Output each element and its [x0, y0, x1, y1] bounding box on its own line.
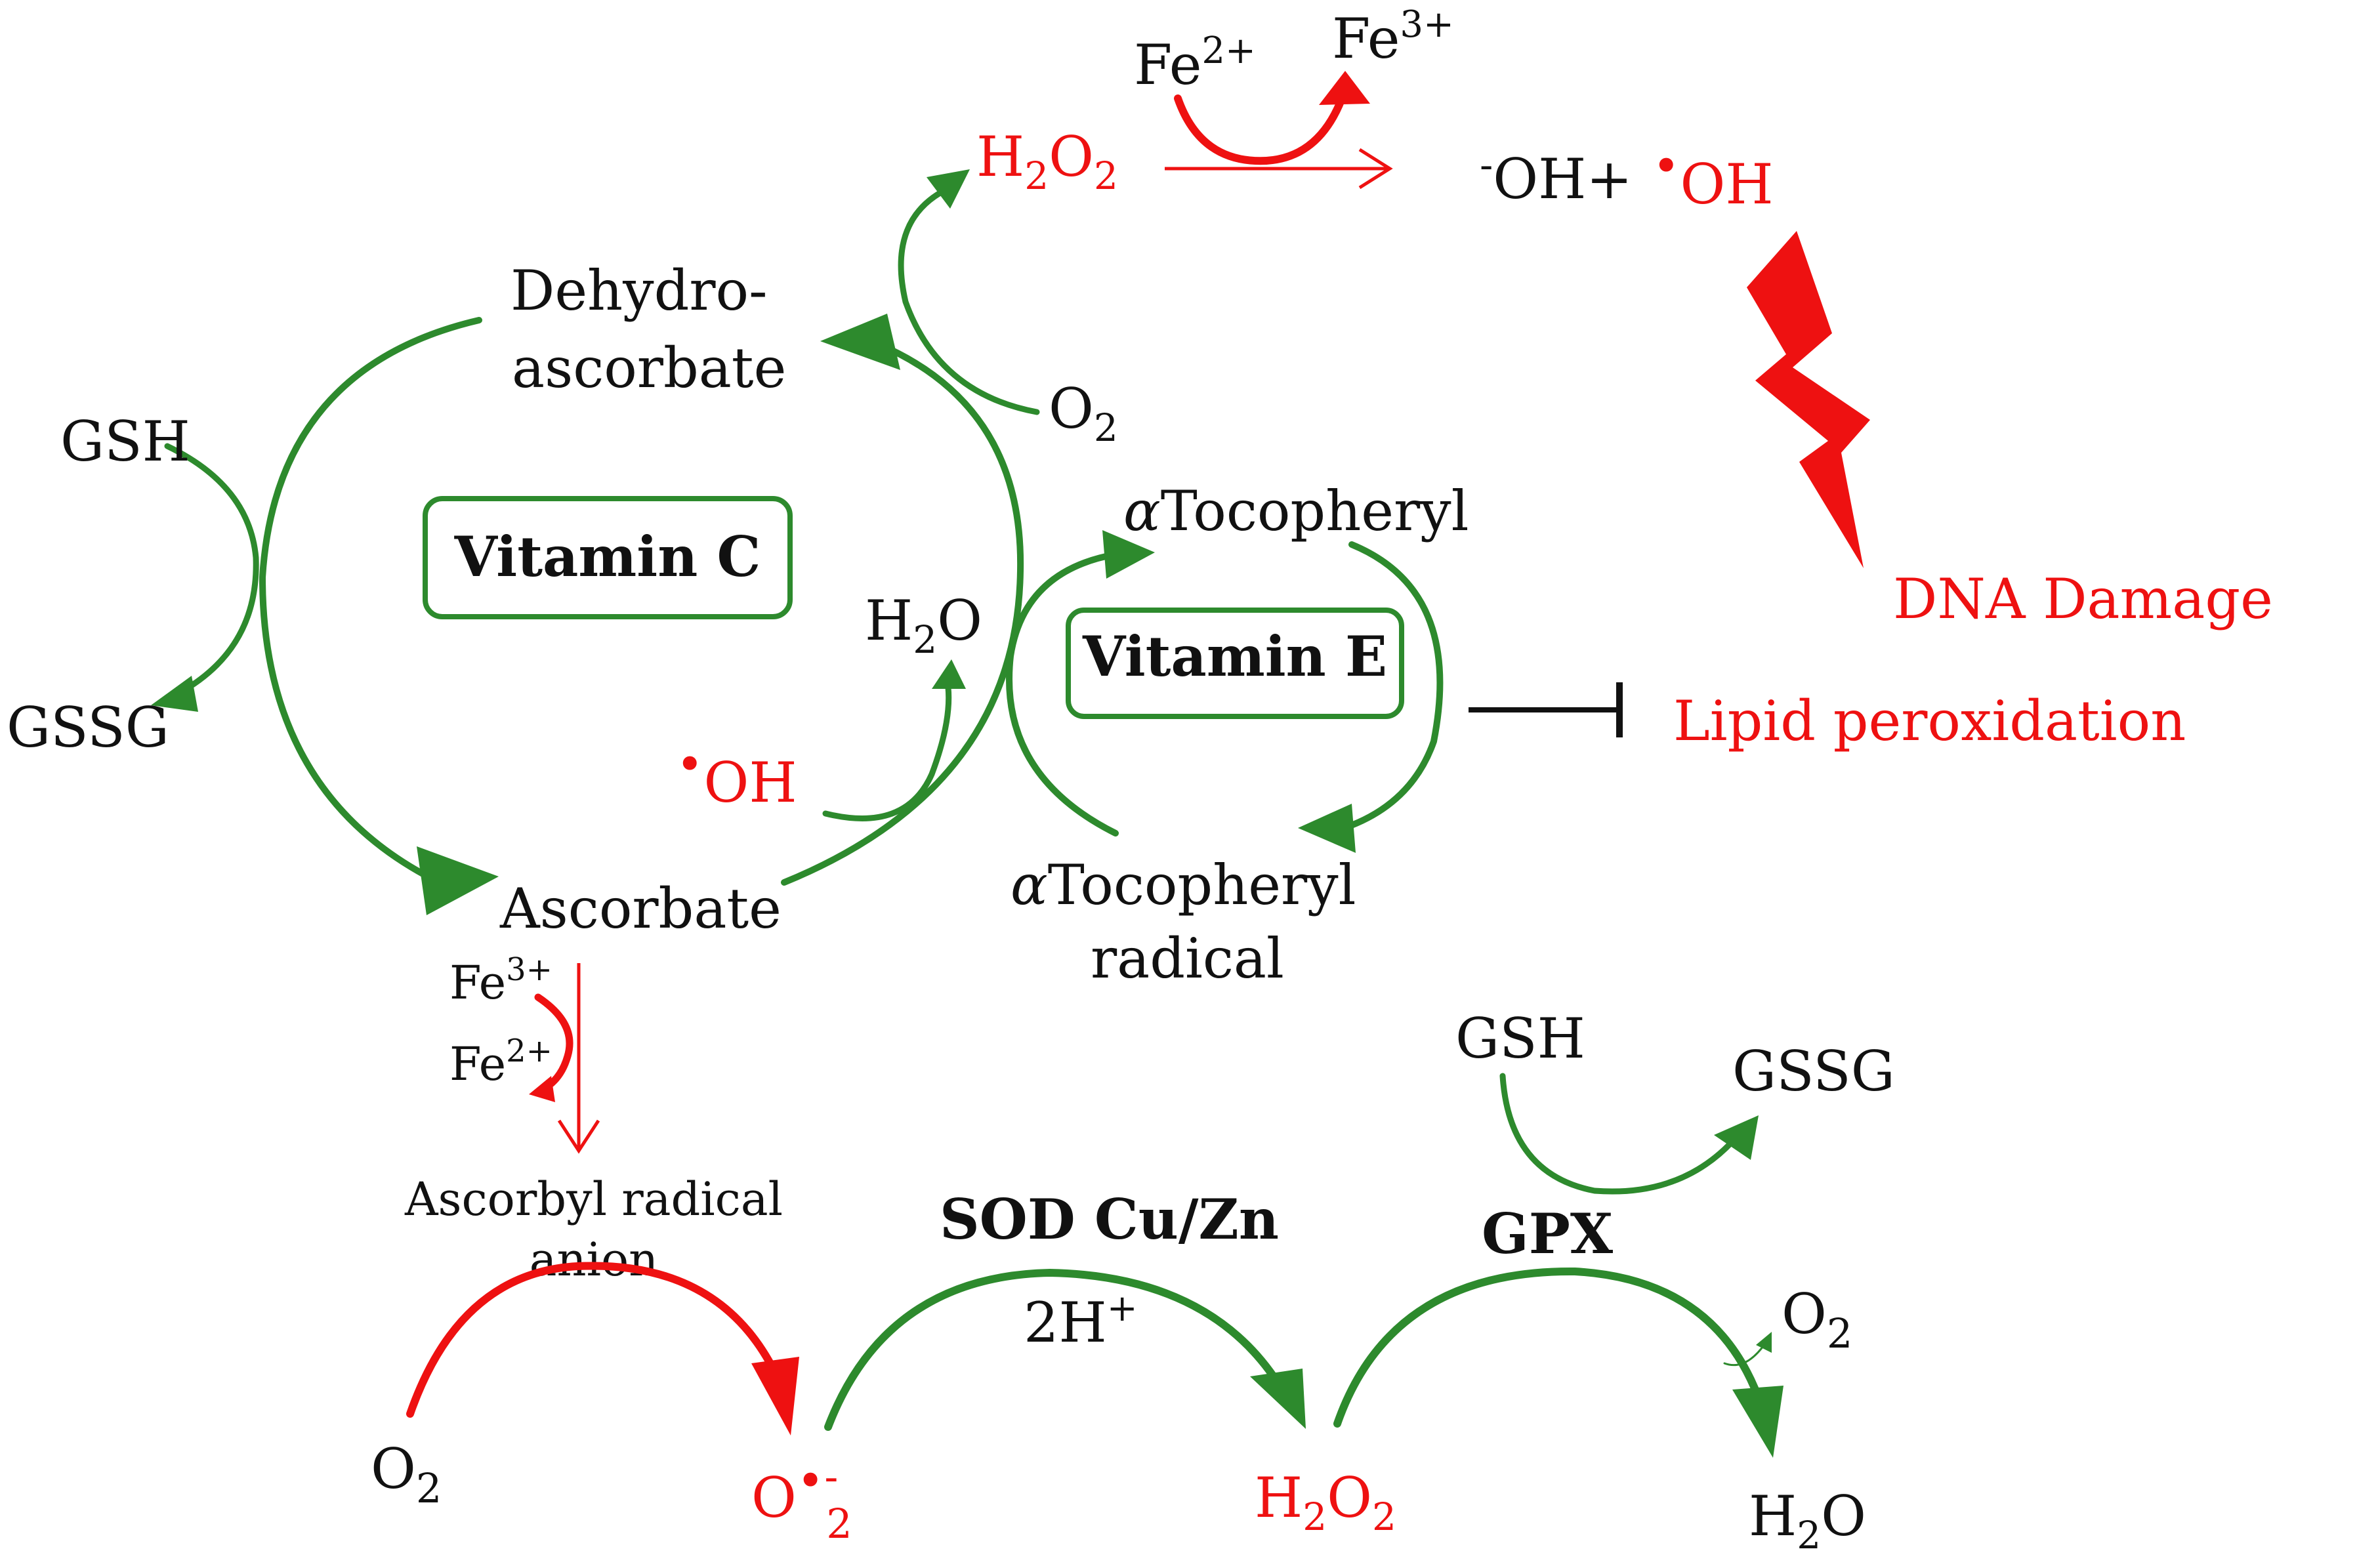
- hydroxide-label: -OH+: [1480, 142, 1633, 211]
- gpx-gsh-arc-head: [1714, 1115, 1759, 1160]
- o2-out-label: O2: [1782, 1282, 1852, 1357]
- vitamin-e-cycle: Vitamin E αTocopheryl αTocopheryl radica…: [1006, 479, 1469, 991]
- h2o2-top-label: H2O2: [976, 125, 1118, 198]
- gpx-arc: [1333, 1267, 1766, 1428]
- h2o-bottom-label: H2O: [1749, 1484, 1866, 1558]
- dehydroascorbate-line1: Dehydro-: [511, 258, 768, 323]
- alpha-tocopheryl-radical-line2: radical: [1091, 926, 1284, 991]
- gpx-label: GPX: [1482, 1201, 1614, 1266]
- oh-to-h2o-arc: [822, 684, 952, 821]
- vite-left-arc: [1006, 551, 1119, 836]
- fe3-ascorbyl-label: Fe3+: [449, 951, 553, 1010]
- bottom-reaction-chain: O2 O•-2 SOD Cu/Zn 2H+ H2O2 GPX GSH GSSG …: [371, 1006, 1895, 1558]
- vitc-left-arc-head: [417, 846, 499, 915]
- vitc-left-arc: [259, 317, 482, 879]
- vitamin-c-label: Vitamin C: [454, 524, 761, 589]
- hydroxyl-radical-top: •OH: [1652, 138, 1774, 217]
- inhibition-symbol: [1469, 682, 1623, 737]
- o2-offshoot-arrow-head: [1756, 1332, 1772, 1353]
- ascorbyl-formation: Fe3+ Fe2+ Ascorbyl radical anion: [404, 951, 783, 1287]
- gssg-left-label: GSSG: [7, 695, 169, 760]
- lipid-peroxidation-label: Lipid peroxidation: [1673, 689, 2186, 753]
- o2-to-h2o2-arc: [898, 184, 1040, 415]
- ascorbate-to-ascorbyl-arrow-head: [557, 1119, 600, 1154]
- fenton-arrow-head: [1358, 148, 1393, 190]
- vitamin-e-label: Vitamin E: [1082, 624, 1387, 689]
- fe-redox-arrow-top: [1174, 94, 1346, 165]
- vitc-right-arc: [781, 341, 1024, 886]
- dehydroascorbate-line2: ascorbate: [512, 336, 786, 400]
- vite-right-arc: [1335, 541, 1444, 833]
- ascorbyl-line1: Ascorbyl radical: [404, 1172, 783, 1226]
- superoxide-label: O•-2: [751, 1453, 852, 1548]
- vitamin-e-box: [1066, 608, 1404, 719]
- vitamin-c-cycle: Vitamin C Dehydro- ascorbate Ascorbate G…: [7, 169, 1118, 941]
- vitc-right-arc-head: [820, 314, 900, 370]
- lightning-bolt-icon: [1747, 231, 1870, 568]
- vitc-gsh-arc-head: [151, 676, 198, 712]
- h2o-vitc-label: H2O: [865, 588, 982, 662]
- o2-vitc-label: O2: [1049, 377, 1118, 450]
- vite-right-arc-head: [1298, 804, 1356, 853]
- vitamin-c-box: [423, 496, 793, 619]
- gssg-bottom-label: GSSG: [1732, 1039, 1895, 1104]
- o2-to-h2o2-arc-head: [927, 169, 970, 209]
- ascorbate-label: Ascorbate: [499, 877, 782, 941]
- oh-to-h2o-arc-head: [932, 659, 966, 689]
- fe2-top-label: Fe2+: [1134, 30, 1256, 97]
- dna-damage-label: DNA Damage: [1893, 567, 2273, 631]
- o2-bottom-label: O2: [371, 1437, 442, 1512]
- gsh-left-label: GSH: [60, 409, 190, 474]
- protons-label: 2H+: [1024, 1287, 1138, 1355]
- vite-left-arc-head: [1102, 530, 1155, 579]
- fe2-ascorbyl-label: Fe2+: [449, 1033, 553, 1091]
- gpx-arc-head: [1732, 1386, 1783, 1458]
- hydroxyl-radical-vitc: •OH: [676, 737, 797, 815]
- o2-to-superoxide-arc: [406, 1262, 782, 1418]
- o2-to-superoxide-arc-head: [751, 1357, 799, 1435]
- fe-redox-arrow-ascorbyl: [534, 993, 574, 1093]
- fe-redox-arrow-top-head: [1319, 71, 1370, 105]
- alpha-tocopheryl-radical-line1: αTocopheryl: [1011, 853, 1356, 917]
- fenton-reaction: Fe2+ Fe3+ H2O2 -OH+ •OH: [976, 3, 1774, 217]
- sod-arc: [824, 1268, 1287, 1431]
- fe3-top-label: Fe3+: [1332, 3, 1454, 71]
- sod-label: SOD Cu/Zn: [940, 1187, 1279, 1252]
- alpha-tocopheryl-label: αTocopheryl: [1123, 479, 1469, 543]
- gpx-gsh-arc: [1499, 1073, 1736, 1195]
- sod-arc-head: [1250, 1369, 1306, 1429]
- o2-offshoot-arrow: [1723, 1342, 1766, 1367]
- h2o2-bottom-label: H2O2: [1255, 1466, 1396, 1539]
- vitc-gsh-arc: [164, 443, 259, 697]
- gsh-bottom-label: GSH: [1455, 1006, 1585, 1071]
- damage-outcomes: DNA Damage Lipid peroxidation: [1673, 567, 2273, 753]
- ascorbyl-line2: anion: [530, 1233, 658, 1287]
- fe-redox-arrow-ascorbyl-head: [529, 1076, 555, 1102]
